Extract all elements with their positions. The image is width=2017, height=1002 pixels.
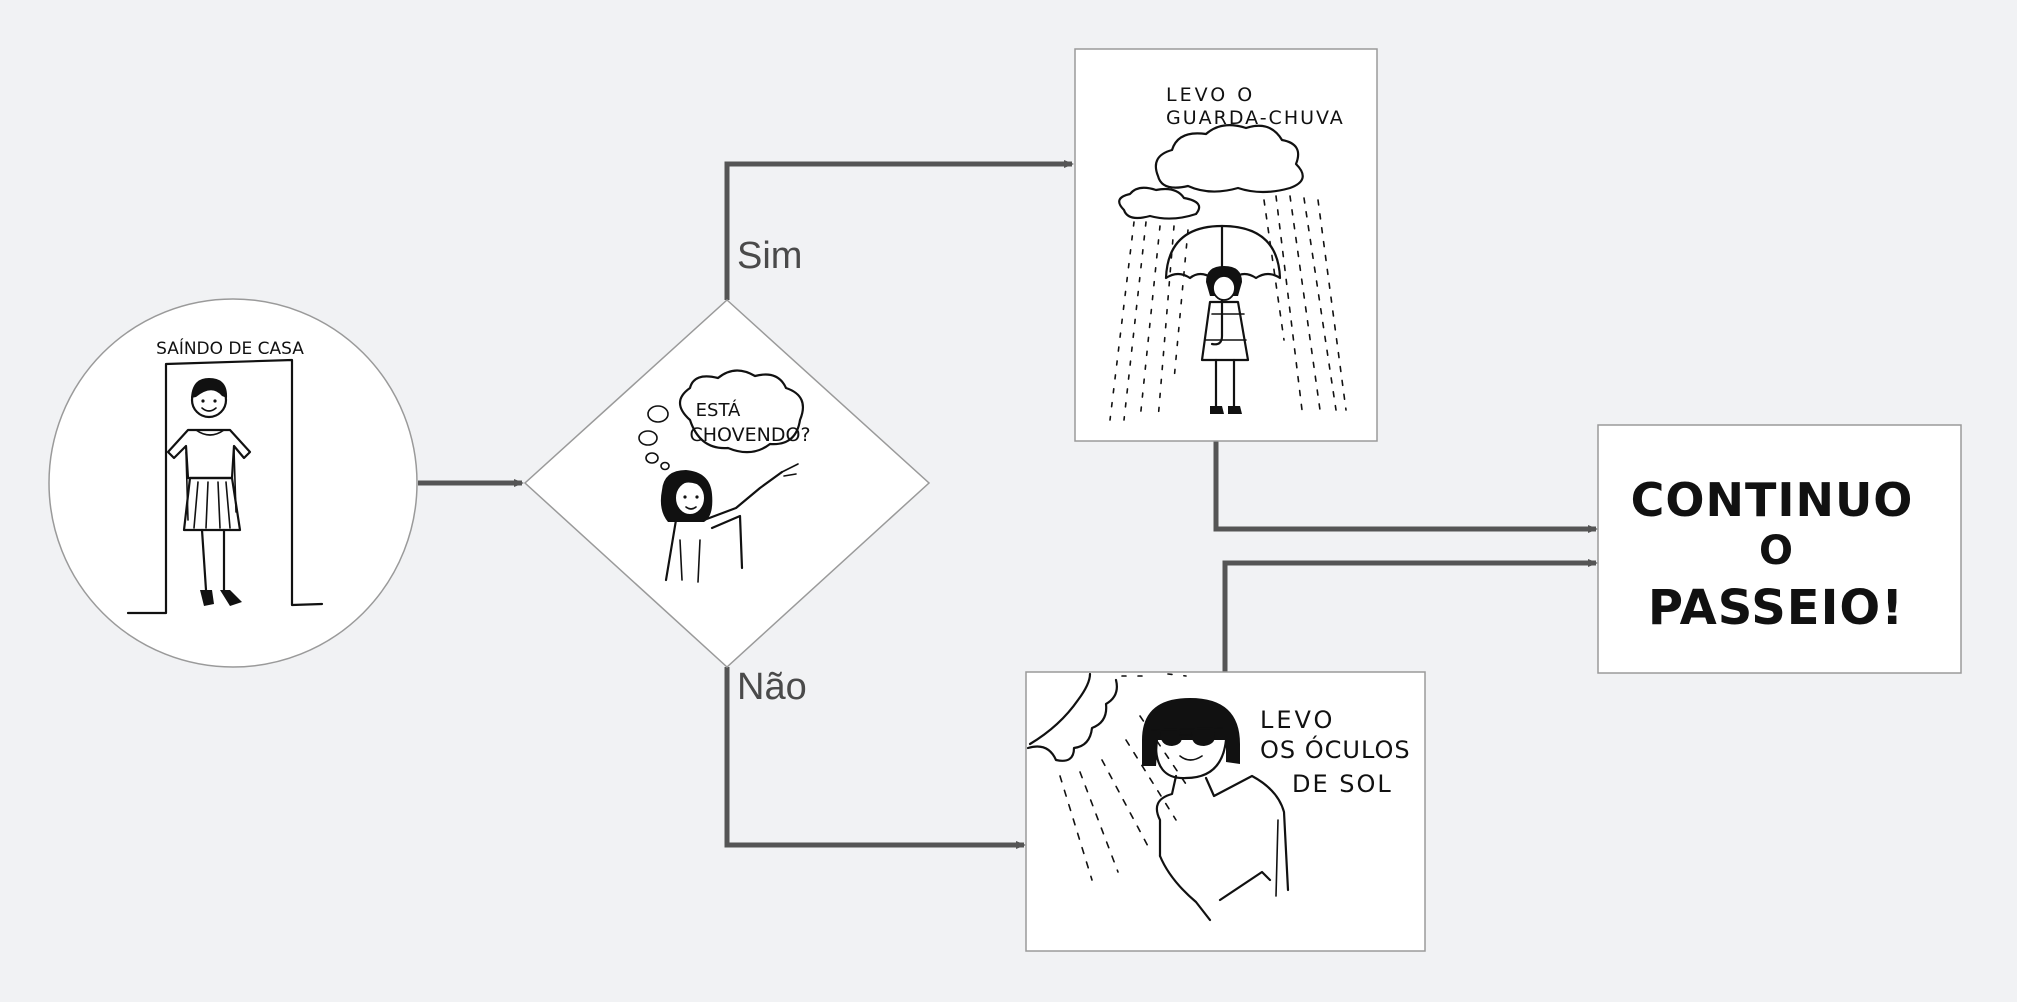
end-caption-line1: CONTINUO: [1631, 473, 1914, 527]
connector-sunglasses-to-end[interactable]: [1222, 559, 1598, 672]
start-node[interactable]: SAÍNDO DE CASA: [48, 298, 418, 668]
sunglasses-caption-line2: OS ÓCULOS: [1260, 734, 1411, 764]
umbrella-caption-line2: GUARDA-CHUVA: [1166, 107, 1345, 129]
end-caption-line3: PASSEIO!: [1648, 580, 1904, 636]
girl-in-doorway-illustration: [126, 358, 324, 615]
sun-sunglasses-illustration: [1026, 672, 1290, 922]
decision-node[interactable]: ESTÁ CHOVENDO?: [523, 298, 931, 669]
rain-umbrella-illustration: [1109, 123, 1347, 421]
start-node-caption: SAÍNDO DE CASA: [156, 337, 304, 359]
umbrella-node-shape: [1074, 48, 1378, 442]
end-node[interactable]: CONTINUO O PASSEIO!: [1597, 424, 1962, 674]
umbrella-caption-line1: LEVO O: [1166, 84, 1255, 106]
decision-caption-line2: CHOVENDO?: [689, 424, 810, 446]
decision-caption-line1: ESTÁ: [696, 399, 741, 421]
edge-label-no: Não: [737, 666, 807, 708]
sunglasses-caption-line3: DE SOL: [1292, 770, 1393, 798]
umbrella-node[interactable]: LEVO O GUARDA-CHUVA: [1074, 48, 1378, 442]
connector-decision-no[interactable]: [724, 667, 1026, 849]
sunglasses-node[interactable]: LEVO OS ÓCULOS DE SOL: [1025, 671, 1426, 952]
end-node-shape: [1597, 424, 1962, 674]
decision-node-shape: [523, 298, 931, 669]
connector-decision-yes[interactable]: [724, 160, 1074, 300]
edge-label-yes: Sim: [737, 235, 802, 277]
thinking-girl-illustration: ESTÁ CHOVENDO?: [638, 369, 811, 583]
end-caption-line2: O: [1759, 528, 1793, 574]
sunglasses-caption-line1: LEVO: [1260, 706, 1335, 734]
connector-umbrella-to-end[interactable]: [1213, 441, 1598, 533]
